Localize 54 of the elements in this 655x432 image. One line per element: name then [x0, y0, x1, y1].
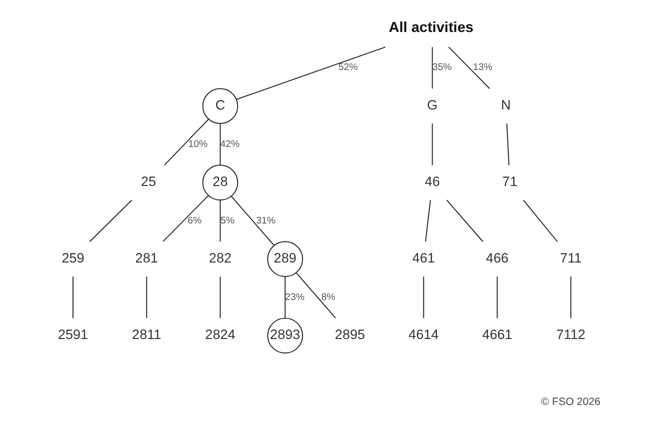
- node-text: 2824: [205, 327, 236, 342]
- node-text: 259: [62, 250, 84, 266]
- node-circle: 28: [202, 164, 238, 200]
- edge-label: 5%: [220, 215, 234, 226]
- node-text: 282: [208, 250, 232, 266]
- connector: [448, 46, 490, 90]
- node-text: 7112: [556, 327, 586, 342]
- node-text: 25: [141, 174, 156, 190]
- node-text: 2811: [132, 327, 162, 342]
- connector: [570, 276, 572, 319]
- connector: [72, 276, 74, 319]
- connector: [146, 276, 148, 319]
- connector: [230, 196, 275, 246]
- connector: [506, 123, 510, 166]
- node-text: 46: [424, 174, 440, 190]
- node-text: G: [427, 98, 438, 113]
- node-circle: 289: [267, 241, 304, 278]
- edge-label: 31%: [256, 215, 276, 226]
- node-text: 71: [502, 174, 518, 190]
- connector: [284, 276, 286, 319]
- edge-label: 10%: [188, 138, 208, 150]
- connector: [236, 46, 386, 100]
- node-circle: 2893: [267, 318, 304, 354]
- node-text: 461: [412, 250, 435, 266]
- connector: [220, 123, 221, 166]
- connector: [496, 276, 498, 319]
- connector: [220, 200, 221, 242]
- node-circle: C: [202, 88, 238, 124]
- connector: [220, 276, 221, 319]
- node-text: N: [501, 98, 511, 113]
- edge-label: 6%: [188, 215, 202, 226]
- node-text: 2591: [58, 327, 88, 342]
- label: © FSO 2026: [541, 396, 600, 408]
- node-text: 4661: [482, 327, 512, 342]
- node-text: All activities: [388, 20, 474, 36]
- node-text: 466: [486, 250, 509, 266]
- connector: [164, 118, 209, 166]
- edge-label: 52%: [338, 62, 358, 74]
- node-text: 281: [135, 250, 158, 266]
- connector: [432, 46, 433, 90]
- edge-label: 13%: [473, 62, 492, 74]
- node-text: 711: [560, 250, 582, 266]
- connector: [446, 200, 484, 242]
- connector: [162, 195, 209, 242]
- connector: [89, 200, 132, 242]
- connector: [522, 200, 558, 242]
- connector: [296, 272, 336, 318]
- node-text: 4614: [408, 327, 439, 342]
- connector: [423, 276, 424, 319]
- edge-label: 23%: [285, 292, 304, 303]
- node-text: 2895: [334, 327, 366, 342]
- connector: [432, 123, 433, 166]
- edge-label: 8%: [321, 292, 336, 303]
- connector: [425, 200, 431, 242]
